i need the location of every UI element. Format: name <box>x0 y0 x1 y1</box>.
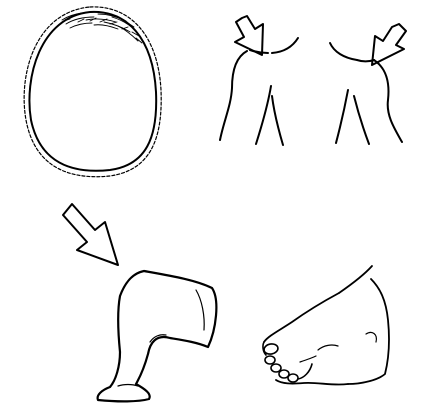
foot-icon <box>263 266 389 385</box>
right-torso <box>330 43 402 144</box>
arrow-icon-left-shoulder <box>235 16 263 55</box>
shoulders-with-arrows-icon <box>220 16 406 145</box>
toes <box>263 342 312 382</box>
head-outline-icon <box>24 7 161 177</box>
leg-knee-with-arrow-icon <box>63 204 216 401</box>
foot-detail-lines <box>300 332 376 362</box>
arrow-icon-knee <box>63 204 118 265</box>
arrow-icon-right-shoulder <box>372 24 406 65</box>
